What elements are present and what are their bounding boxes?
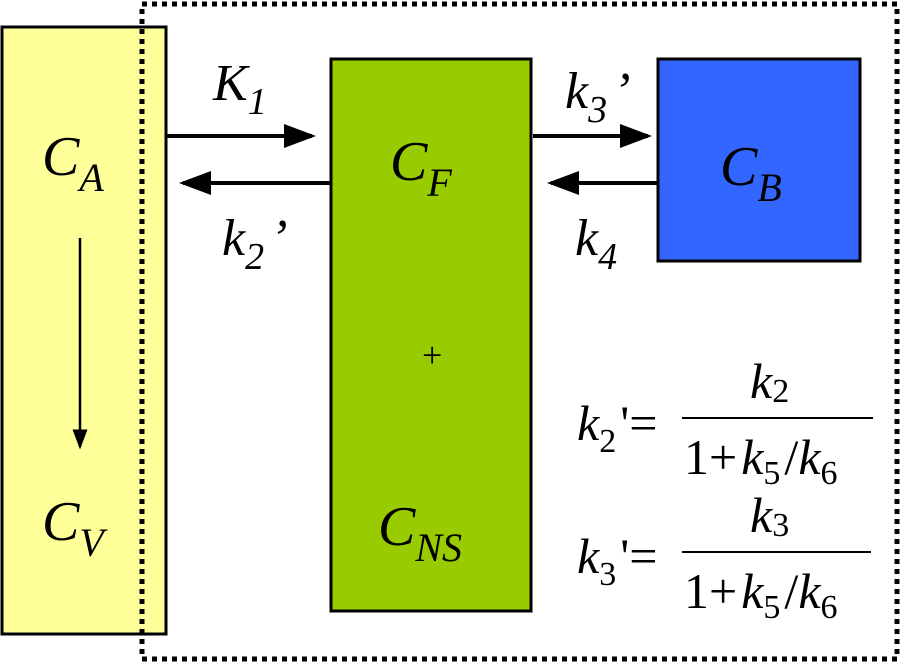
svg-text:k3: k3 (750, 487, 789, 544)
label-k1: K1 (212, 55, 267, 123)
label-k4: k4 (575, 210, 617, 278)
label-k3-prime: k3’ (565, 63, 630, 131)
svg-text:k2'=: k2'= (577, 395, 657, 460)
label-cf: CF (390, 131, 452, 205)
label-ca: CA (42, 126, 104, 200)
label-cb: CB (720, 136, 782, 210)
equation-k3-prime: k3'= k3 1+k5/k6 (577, 487, 871, 626)
bound-compartment (656, 57, 862, 263)
svg-text:k2: k2 (750, 353, 789, 410)
tissue-region-border (139, 1, 900, 662)
label-cns: CNS (378, 496, 462, 570)
label-k2-prime: k2’ (222, 210, 287, 278)
plasma-compartment (0, 25, 168, 636)
label-cv: CV (42, 491, 108, 565)
svg-text:1+k5/k6: 1+k5/k6 (684, 563, 838, 626)
free-nonspecific-compartment (329, 57, 533, 613)
svg-text:1+k5/k6: 1+k5/k6 (684, 429, 838, 492)
svg-text:k3'=: k3'= (577, 528, 657, 593)
equation-k2-prime: k2'= k2 1+k5/k6 (577, 353, 873, 492)
label-plus: + (422, 335, 442, 375)
